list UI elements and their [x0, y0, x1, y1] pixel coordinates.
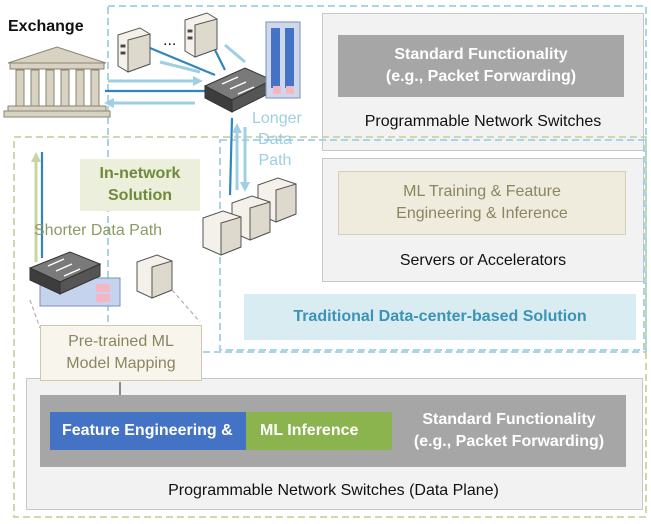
longer-path-line3: Path: [258, 152, 292, 169]
server-cluster-icon: [202, 177, 297, 256]
in-network-switch-icon: [28, 251, 121, 307]
exchange-building-icon: [3, 46, 111, 118]
pretrained-mapping-box: Pre-trained ML Model Mapping: [40, 325, 202, 381]
bottom-std-line1: Standard Functionality: [422, 411, 596, 428]
in-network-line1: In-network: [99, 165, 181, 182]
traditional-solution-label: Traditional Data-center-based Solution: [244, 294, 636, 340]
top-box-line1: Standard Functionality: [394, 46, 568, 63]
feature-engineering-block: Feature Engineering &: [50, 412, 246, 450]
pretrained-line1: Pre-trained ML: [68, 333, 174, 350]
in-network-line2: Solution: [108, 187, 172, 204]
bottom-panel-caption: Programmable Network Switches (Data Plan…: [168, 482, 499, 499]
top-panel-caption: Programmable Network Switches: [364, 113, 602, 130]
shorter-path-arrow: [31, 152, 41, 262]
ml-inference-block: ML Inference: [246, 412, 392, 450]
longer-path-line1: Longer: [252, 110, 302, 127]
bottom-standard-functionality-text: Standard Functionality (e.g., Packet For…: [396, 405, 622, 457]
accelerator-card-icon: [265, 21, 301, 99]
in-network-solution-label: In-network Solution: [80, 159, 200, 211]
server-icon: [117, 27, 151, 73]
exchange-label: Exchange: [8, 18, 84, 35]
server-icon: [184, 12, 218, 58]
ml-training-box: ML Training & Feature Engineering & Infe…: [338, 171, 626, 235]
longer-path-arrows: [104, 43, 250, 192]
top-standard-functionality-box: Standard Functionality (e.g., Packet For…: [338, 35, 624, 97]
server-icon: [136, 254, 173, 299]
ellipsis-label: ...: [163, 32, 177, 49]
switch-icon: [203, 67, 274, 113]
servers-caption: Servers or Accelerators: [399, 252, 567, 269]
bottom-std-line2: (e.g., Packet Forwarding): [413, 433, 605, 450]
shorter-path-label: Shorter Data Path: [34, 222, 163, 239]
pretrained-line2: Model Mapping: [66, 355, 176, 372]
top-box-line2: (e.g., Packet Forwarding): [385, 68, 577, 85]
ml-box-line2: Engineering & Inference: [396, 205, 568, 222]
longer-path-line2: Data: [258, 131, 292, 148]
traditional-region-inner-border: [219, 139, 645, 351]
ml-box-line1: ML Training & Feature: [403, 183, 561, 200]
